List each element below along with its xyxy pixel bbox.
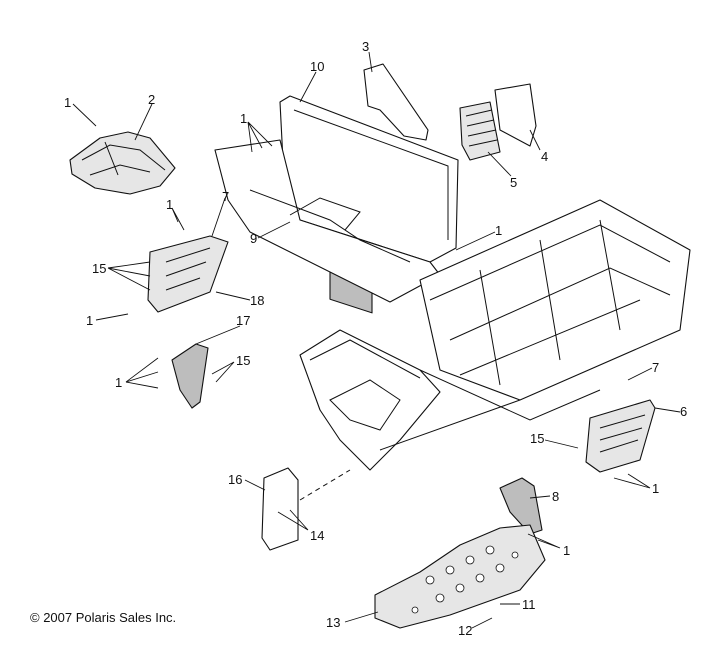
callout-10: 10 [310, 59, 325, 74]
callout-1: 1 [86, 313, 94, 328]
callout-18: 18 [250, 293, 265, 308]
callout-5: 5 [510, 175, 518, 190]
callout-1: 1 [64, 95, 72, 110]
callout-8: 8 [552, 489, 560, 504]
part-16-plate [261, 467, 299, 551]
callout-7: 7 [222, 189, 230, 204]
part-8-bracket [499, 477, 543, 535]
callout-1: 1 [115, 375, 123, 390]
callout-15: 15 [92, 261, 107, 276]
callout-1: 1 [166, 197, 174, 212]
part-5-grille [459, 101, 501, 161]
alignment-line [299, 469, 351, 501]
callout-16: 16 [228, 472, 243, 487]
part-6-side-panel [585, 399, 656, 473]
callout-1: 1 [495, 223, 503, 238]
vehicle-frame [299, 199, 691, 471]
callout-4: 4 [541, 149, 549, 164]
callout-leaders [72, 51, 681, 629]
callout-7: 7 [652, 360, 660, 375]
part-10-dash-panel [214, 95, 459, 314]
part-17-bracket [171, 343, 209, 409]
callout-15: 15 [236, 353, 251, 368]
callout-1: 1 [652, 481, 660, 496]
callout-6: 6 [680, 404, 688, 419]
callout-11: 11 [522, 597, 536, 612]
callout-9: 9 [250, 231, 258, 246]
part-13-skid-plate [374, 524, 546, 629]
callout-1: 1 [563, 543, 571, 558]
copyright-notice: © 2007 Polaris Sales Inc. [30, 610, 177, 625]
part-18-side-panel [147, 235, 229, 313]
callout-3: 3 [362, 39, 370, 54]
callout-14: 14 [310, 528, 325, 543]
callout-2: 2 [148, 92, 156, 107]
part-4-pad [494, 83, 537, 147]
callout-12: 12 [458, 623, 473, 638]
part-3-pad [363, 63, 429, 141]
callout-1: 1 [240, 111, 248, 126]
part-2-cover [69, 131, 176, 195]
callout-17: 17 [236, 313, 251, 328]
callout-13: 13 [326, 615, 341, 630]
callout-15: 15 [530, 431, 545, 446]
